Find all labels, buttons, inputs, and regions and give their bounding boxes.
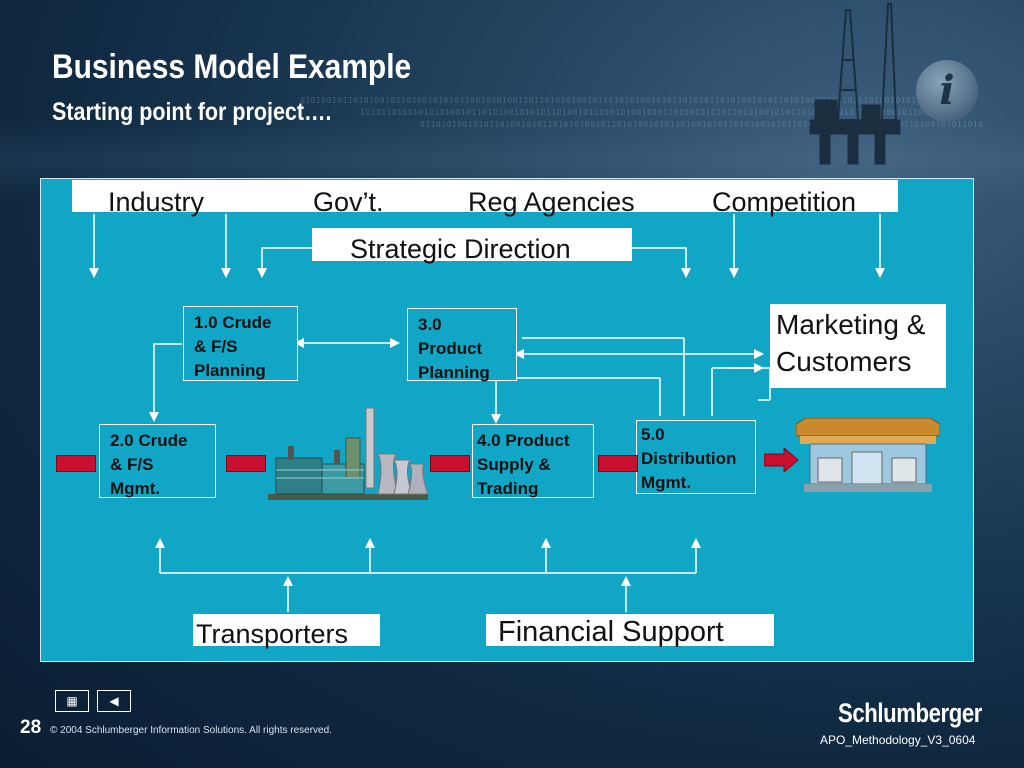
box-crude-planning: 1.0 Crude & F/S Planning bbox=[183, 306, 298, 381]
red-connector bbox=[598, 455, 638, 472]
marketing-line: Customers bbox=[776, 346, 912, 377]
box-line: Mgmt. bbox=[641, 473, 692, 492]
binary-decoration: 0110101001010110100101011010101001011010… bbox=[420, 120, 984, 129]
box-supply-trading: 4.0 Product Supply & Trading bbox=[472, 424, 594, 498]
info-icon: i bbox=[916, 60, 978, 122]
refinery-icon bbox=[268, 408, 429, 500]
box-line: 2.0 Crude bbox=[110, 431, 188, 450]
home-icon: ▦ bbox=[66, 694, 78, 708]
box-line: Mgmt. bbox=[110, 479, 161, 498]
red-connector bbox=[56, 455, 96, 472]
box-product-planning: 3.0 Product Planning bbox=[407, 308, 517, 382]
box-line: Planning bbox=[194, 361, 266, 380]
nav-back-button[interactable]: ◀ bbox=[97, 690, 131, 712]
label-financial-support: Financial Support bbox=[498, 616, 724, 648]
copyright-text: © 2004 Schlumberger Information Solution… bbox=[50, 725, 332, 736]
marketing-line: Marketing & bbox=[776, 309, 926, 340]
strategic-direction-band bbox=[312, 228, 632, 261]
label-govt: Gov’t. bbox=[313, 187, 384, 217]
nav-home-button[interactable]: ▦ bbox=[55, 690, 89, 712]
gas-station-icon bbox=[796, 418, 940, 492]
red-arrow-icon bbox=[764, 448, 799, 472]
box-line: Distribution bbox=[641, 449, 737, 468]
red-connector bbox=[430, 455, 470, 472]
top-label-band bbox=[72, 180, 898, 212]
box-line: & F/S bbox=[110, 455, 154, 474]
box-line: Supply & bbox=[477, 455, 551, 474]
box-line: 5.0 bbox=[641, 425, 665, 444]
red-connector bbox=[226, 455, 266, 472]
label-strategic-direction: Strategic Direction bbox=[350, 234, 571, 264]
slide-subtitle: Starting point for project…. bbox=[52, 98, 332, 126]
label-reg-agencies: Reg Agencies bbox=[468, 187, 635, 217]
binary-decoration: 1010110100101010100101101010010101011010… bbox=[360, 108, 956, 117]
flow-arrows bbox=[89, 214, 885, 612]
page-number: 28 bbox=[20, 717, 42, 738]
box-line: Planning bbox=[418, 363, 490, 382]
label-competition: Competition bbox=[712, 187, 857, 217]
box-line: Product bbox=[418, 339, 483, 358]
box-line: & F/S bbox=[194, 337, 238, 356]
box-line: Trading bbox=[477, 479, 539, 498]
back-icon: ◀ bbox=[109, 694, 119, 708]
marketing-customers-box: Marketing & Customers bbox=[770, 304, 946, 388]
label-industry: Industry bbox=[108, 187, 205, 217]
box-line: 3.0 bbox=[418, 315, 442, 334]
label-transporters: Transporters bbox=[196, 619, 349, 649]
box-crude-mgmt: 2.0 Crude & F/S Mgmt. bbox=[99, 424, 216, 498]
slide-title: Business Model Example bbox=[52, 48, 412, 86]
box-line: 4.0 Product bbox=[477, 431, 570, 450]
doc-code: APO_Methodology_V3_0604 bbox=[820, 733, 976, 747]
oil-rig-icon bbox=[809, 3, 901, 165]
box-line: 1.0 Crude bbox=[194, 313, 272, 332]
transporters-band bbox=[193, 614, 380, 646]
box-distribution: 5.0 Distribution Mgmt. bbox=[636, 420, 756, 494]
financial-support-band bbox=[486, 614, 774, 646]
schlumberger-logo: Schlumberger bbox=[838, 698, 982, 728]
binary-decoration: 0101001011010100101101001010101100101010… bbox=[300, 96, 928, 105]
